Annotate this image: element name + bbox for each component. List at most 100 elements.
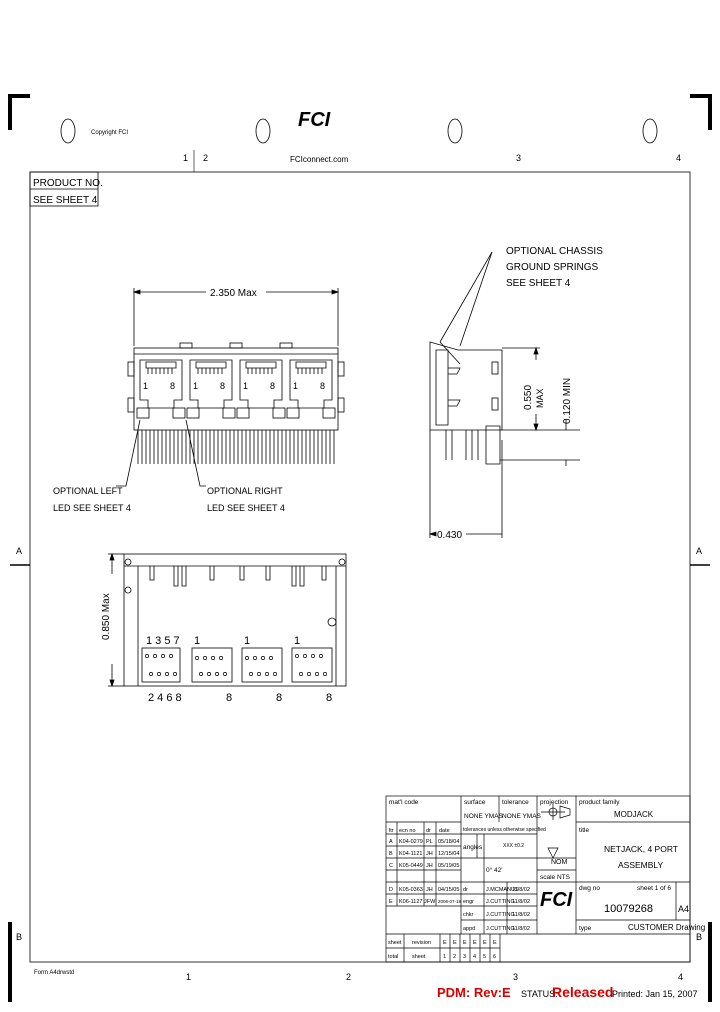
- drawing-number: 10079268: [604, 903, 653, 915]
- zone-left-b: B: [16, 932, 22, 942]
- pin-label-port3-8: 8: [276, 692, 282, 704]
- revision-row-label: revision: [412, 940, 431, 946]
- note-right-led: LED SEE SHEET 4: [207, 503, 285, 513]
- angle-value: 0° 42': [486, 866, 503, 874]
- rev-header-date: date: [439, 828, 450, 834]
- port2-pin-1: 1: [193, 381, 198, 391]
- height-max-label: MAX: [535, 388, 545, 408]
- zone-top-1: 1: [183, 153, 188, 163]
- printed-date: Printed: Jan 15, 2007: [612, 989, 698, 999]
- sheet-num: 5: [483, 954, 486, 960]
- rev-row-dr: JH: [426, 887, 433, 893]
- sheet-row-label: sheet: [388, 940, 402, 946]
- rev-row-ltr: B: [389, 851, 393, 857]
- tolerance-note: tolerances unless otherwise specified: [463, 827, 546, 833]
- logo-text: FCI: [298, 109, 331, 131]
- product-family-label: product family: [579, 799, 620, 806]
- rev-row-ltr: A: [389, 839, 393, 845]
- sheet-num: 6: [493, 954, 496, 960]
- note-left-led: LED SEE SHEET 4: [53, 503, 131, 513]
- note-optional-left: OPTIONAL LEFT: [53, 486, 123, 496]
- port1-pin-8: 8: [170, 381, 175, 391]
- rev-header-ecn: ecn no: [399, 828, 416, 834]
- registration-ovals: [60, 118, 658, 144]
- rev-row-ltr: D: [389, 887, 393, 893]
- surface-label: surface: [464, 799, 486, 806]
- port1-pin-1: 1: [143, 381, 148, 391]
- zone-top-3: 3: [516, 153, 521, 163]
- sign-name: J.MCMANUS: [486, 887, 519, 893]
- rev-row-date: 04/15/05: [438, 887, 459, 893]
- rev-row-dr: PL: [426, 839, 433, 845]
- sheet-rev: E: [443, 940, 447, 946]
- zone-top-4: 4: [676, 153, 681, 163]
- rev-row-ecn: K05-0363: [399, 887, 423, 893]
- pin-label-1357: 1 3 5 7: [146, 635, 180, 647]
- zone-bottom-1: 1: [186, 972, 191, 982]
- sheet-of-label: sheet 1 of 6: [637, 885, 671, 892]
- sheet-num: 2: [453, 954, 456, 960]
- dwg-no-label: dwg no: [579, 885, 600, 892]
- rev-row-ltr: C: [389, 863, 393, 869]
- rev-row-date: 12/15/04: [438, 851, 459, 857]
- rev-header-dr: dr: [426, 828, 431, 834]
- rev-row-ecn: K06-1127: [399, 899, 422, 905]
- sign-role: engr: [463, 899, 474, 905]
- sign-date: 11/8/02: [512, 899, 530, 905]
- pin-label-port4-1: 1: [294, 635, 300, 647]
- sheet-num-label: sheet: [412, 954, 426, 960]
- copyright-text: Copyright FCI: [91, 130, 128, 136]
- rev-row-dr: JH: [426, 851, 433, 857]
- bottom-pin-holes: [145, 654, 327, 676]
- sheet-revision-table: sheet revision E E E E E E total sheet 1…: [388, 940, 497, 960]
- sign-name: J.CUTTING: [486, 899, 515, 905]
- port2-pin-8: 8: [220, 381, 225, 391]
- note-optional-right: OPTIONAL RIGHT: [207, 486, 283, 496]
- matl-code-label: mat'l code: [389, 799, 419, 806]
- xxx-tolerance: XXX ±0.2: [503, 843, 524, 849]
- width-dimension: 2.350 Max: [210, 288, 257, 299]
- pin-label-2468: 2 4 6 8: [148, 692, 182, 704]
- sign-name: J.CUTTING: [486, 912, 515, 918]
- surface-value: NONE YMAS: [464, 813, 504, 820]
- zone-bottom-4: 4: [678, 972, 683, 982]
- note-optional-chassis: OPTIONAL CHASSIS: [506, 246, 603, 257]
- pin-label-port4-8: 8: [326, 692, 332, 704]
- port3-pin-1: 1: [243, 381, 248, 391]
- zone-right-a: A: [696, 546, 702, 556]
- pin-label-port2-1: 1: [194, 635, 200, 647]
- title-block-logo: FCI: [540, 889, 573, 911]
- note-see-sheet: SEE SHEET 4: [506, 278, 571, 289]
- title-line-1: NETJACK, 4 PORT: [604, 844, 678, 854]
- revision-table: ltr ecn no dr date A K04-0279 PL 05/18/0…: [389, 828, 462, 905]
- rev-row-dr: JH: [426, 863, 433, 869]
- depth-dimension: 0.430: [437, 530, 462, 541]
- title-label: title: [579, 827, 590, 834]
- zone-bottom-3: 3: [513, 972, 518, 982]
- scale-label: scale NTS: [540, 874, 571, 881]
- sign-name: J.CUTTING: [486, 926, 515, 932]
- fci-logo: FCI: [298, 109, 331, 131]
- rev-row-ecn: K04-0279: [399, 839, 423, 845]
- product-number-box: PRODUCT NO. SEE SHEET 4: [29, 171, 103, 207]
- note-ground-springs: GROUND SPRINGS: [506, 262, 599, 273]
- sheet-border: [29, 171, 691, 963]
- form-label: Form A4drwstd: [34, 970, 74, 976]
- height-dimension: 0.550: [523, 385, 534, 410]
- product-no-label: PRODUCT NO.: [33, 178, 103, 189]
- website-text: FCIconnect.com: [290, 155, 349, 164]
- tolerance-label: tolerance: [502, 799, 529, 806]
- depth-850-dimension: 0.850 Max: [101, 593, 112, 640]
- rev-header-ltr: ltr: [389, 828, 394, 834]
- rev-row-ltr: E: [389, 899, 393, 905]
- sign-date: 11/8/02: [512, 926, 530, 932]
- tail-dimension: 0.120 MIN: [562, 378, 573, 424]
- status-value: Released: [552, 984, 613, 1000]
- total-row-label: total: [388, 954, 398, 960]
- port3-pin-8: 8: [270, 381, 275, 391]
- pin-label-port3-1: 1: [244, 635, 250, 647]
- status-label: STATUS:: [521, 989, 558, 999]
- pin-label-port2-8: 8: [226, 692, 232, 704]
- port4-pin-1: 1: [293, 381, 298, 391]
- rev-row-date: 05/19/05: [438, 863, 459, 869]
